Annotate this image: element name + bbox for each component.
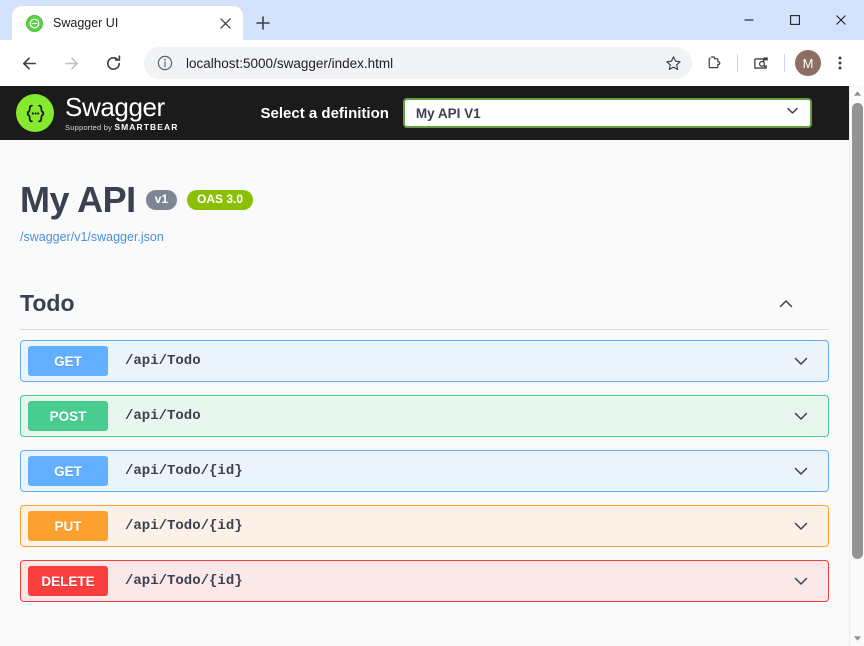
operation-row[interactable]: GET /api/Todo/{id} xyxy=(20,450,829,492)
reload-icon xyxy=(106,54,120,70)
operation-path: /api/Todo/{id} xyxy=(125,463,243,479)
tab-strip: Swagger UI xyxy=(0,0,864,40)
select-definition-label: Select a definition xyxy=(260,104,389,122)
operation-row[interactable]: POST /api/Todo xyxy=(20,395,829,437)
search-tabs-icon xyxy=(753,56,768,69)
page-title: My API xyxy=(20,179,136,220)
operation-row[interactable]: PUT /api/Todo/{id} xyxy=(20,505,829,547)
toolbar-divider-2 xyxy=(784,54,785,72)
swagger-topbar: Swagger Supported by SMARTBEAR Select a … xyxy=(0,86,849,140)
swagger-json-link[interactable]: /swagger/v1/swagger.json xyxy=(20,230,164,244)
page-viewport: Swagger Supported by SMARTBEAR Select a … xyxy=(0,86,864,646)
reload-button[interactable] xyxy=(97,47,129,79)
address-bar[interactable]: localhost:5000/swagger/index.html xyxy=(144,47,692,79)
back-button[interactable] xyxy=(13,47,45,79)
smartbear-brand: SMARTBEAR xyxy=(114,122,179,133)
operation-method-badge: GET xyxy=(28,346,108,376)
scrollbar-thumb[interactable] xyxy=(852,103,863,559)
window-close-icon xyxy=(836,15,846,25)
operation-method-badge: DELETE xyxy=(28,566,108,596)
definition-select[interactable]: My API V1 xyxy=(402,98,812,128)
operation-method-badge: POST xyxy=(28,401,108,431)
tag-name-todo: Todo xyxy=(20,290,75,316)
api-title-row: My API v1 OAS 3.0 xyxy=(20,182,829,218)
chevron-down-icon[interactable] xyxy=(790,405,812,427)
three-dot-menu-icon xyxy=(838,56,842,70)
browser-menu-button[interactable] xyxy=(825,48,855,78)
operation-list: GET /api/Todo POST /api/Todo xyxy=(20,340,829,602)
oas-version-badge: OAS 3.0 xyxy=(187,190,254,210)
plus-icon xyxy=(256,16,270,30)
chevron-down-icon[interactable] xyxy=(790,570,812,592)
star-icon[interactable] xyxy=(660,50,686,76)
supported-by-label: Supported by xyxy=(65,123,113,133)
forward-button[interactable] xyxy=(55,47,87,79)
operation-path: /api/Todo xyxy=(125,353,201,369)
vertical-scrollbar[interactable] xyxy=(849,86,864,646)
swagger-wordmark: Swagger xyxy=(65,92,165,123)
extensions-button[interactable] xyxy=(699,48,729,78)
browser-tab-swagger-ui[interactable]: Swagger UI xyxy=(12,6,243,40)
minimize-icon xyxy=(744,19,754,21)
profile-avatar[interactable]: M xyxy=(795,50,821,76)
swagger-supported-by: Supported by SMARTBEAR xyxy=(65,123,179,132)
back-arrow-icon xyxy=(22,56,36,70)
swagger-logo-text: Swagger Supported by SMARTBEAR xyxy=(65,94,179,132)
window-controls xyxy=(726,0,864,40)
operation-path: /api/Todo/{id} xyxy=(125,518,243,534)
tab-close-icon[interactable] xyxy=(215,13,235,33)
chevron-down-icon xyxy=(785,103,800,123)
definition-select-value: My API V1 xyxy=(415,105,481,121)
new-tab-button[interactable] xyxy=(249,9,277,37)
browser-toolbar: localhost:5000/swagger/index.html M xyxy=(0,40,864,86)
tag-header-todo[interactable]: Todo xyxy=(20,290,829,330)
tag-section-todo: Todo GET /api/Todo xyxy=(0,290,849,602)
chevron-down-icon[interactable] xyxy=(790,350,812,372)
operation-row[interactable]: GET /api/Todo xyxy=(20,340,829,382)
swagger-ui-page: Swagger Supported by SMARTBEAR Select a … xyxy=(0,86,849,646)
operation-method-badge: GET xyxy=(28,456,108,486)
puzzle-piece-icon xyxy=(708,56,721,69)
swagger-logo-icon xyxy=(16,94,54,132)
swagger-logo[interactable]: Swagger Supported by SMARTBEAR xyxy=(16,94,179,132)
maximize-icon xyxy=(790,15,800,25)
scroll-down-arrow-icon[interactable] xyxy=(850,631,864,646)
toolbar-divider xyxy=(737,54,738,72)
api-version-badge: v1 xyxy=(145,190,178,210)
tab-title: Swagger UI xyxy=(53,16,119,30)
api-info-block: My API v1 OAS 3.0 /swagger/v1/swagger.js… xyxy=(0,140,849,244)
chevron-up-icon[interactable] xyxy=(775,293,797,315)
operation-path: /api/Todo/{id} xyxy=(125,573,243,589)
operation-method-badge: PUT xyxy=(28,511,108,541)
window-maximize-button[interactable] xyxy=(772,0,818,40)
window-minimize-button[interactable] xyxy=(726,0,772,40)
window-close-button[interactable] xyxy=(818,0,864,40)
chevron-down-icon[interactable] xyxy=(790,515,812,537)
operation-path: /api/Todo xyxy=(125,408,201,424)
scroll-up-arrow-icon[interactable] xyxy=(850,86,864,101)
operation-row[interactable]: DELETE /api/Todo/{id} xyxy=(20,560,829,602)
swagger-favicon-icon xyxy=(26,14,43,32)
info-circle-icon[interactable] xyxy=(156,54,174,72)
search-tabs-button[interactable] xyxy=(746,48,776,78)
address-bar-url[interactable]: localhost:5000/swagger/index.html xyxy=(186,55,394,71)
chevron-down-icon[interactable] xyxy=(790,460,812,482)
forward-arrow-icon xyxy=(64,56,78,70)
